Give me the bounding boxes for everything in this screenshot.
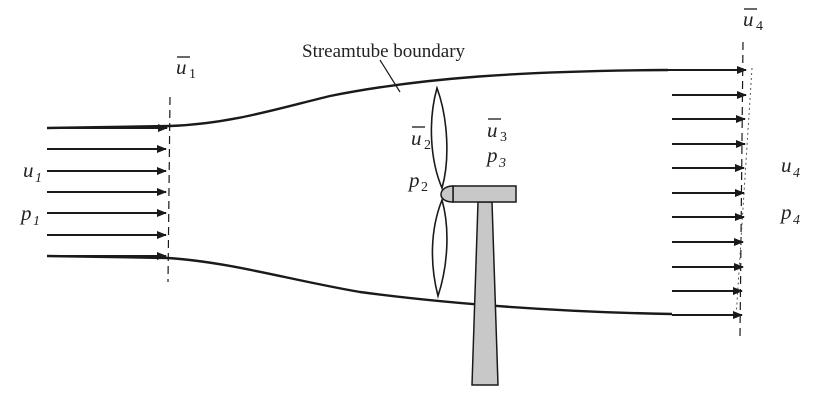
label-u3-bar-sub: 3 bbox=[500, 130, 507, 145]
label-p3-sub: 3 bbox=[498, 156, 506, 171]
turbine-blade-upper bbox=[430, 85, 448, 191]
turbine-nacelle bbox=[452, 185, 517, 203]
streamtube-lower-boundary bbox=[46, 254, 673, 316]
label-p1-sub: 1 bbox=[33, 214, 40, 229]
label-u1-sub: 1 bbox=[35, 171, 42, 186]
label-p4-sub: 4 bbox=[793, 213, 800, 228]
label-u4-bar: u 4 bbox=[743, 7, 763, 34]
label-u2-bar-sub: 2 bbox=[424, 138, 431, 153]
turbine-tower bbox=[471, 201, 499, 386]
label-p4: p 4 bbox=[779, 200, 800, 228]
label-u1-bar: u 1 bbox=[176, 55, 196, 82]
label-u4-sub: 4 bbox=[793, 166, 800, 181]
label-u4-bar-base: u bbox=[743, 7, 754, 31]
label-u1-base: u bbox=[23, 158, 34, 182]
upstream-arrows bbox=[47, 124, 168, 260]
label-u3-bar: u 3 bbox=[487, 118, 507, 145]
label-p2-sub: 2 bbox=[421, 180, 428, 195]
label-u4-bar-sub: 4 bbox=[756, 19, 763, 34]
label-u1: u 1 bbox=[23, 158, 42, 186]
station-1-dashed-line bbox=[167, 96, 171, 283]
label-u4: u 4 bbox=[781, 153, 800, 181]
downstream-arrows bbox=[668, 66, 747, 319]
label-p3-base: p bbox=[485, 143, 498, 167]
label-u2-bar-base: u bbox=[411, 126, 422, 150]
label-p2-base: p bbox=[407, 168, 420, 192]
label-p1-base: p bbox=[19, 201, 32, 225]
label-u2-bar: u 2 bbox=[411, 126, 431, 153]
label-u3-bar-base: u bbox=[487, 118, 498, 142]
label-p1: p 1 bbox=[19, 201, 40, 229]
label-u4-base: u bbox=[781, 153, 792, 177]
label-u1-bar-base: u bbox=[176, 55, 187, 79]
label-p2: p 2 bbox=[407, 168, 428, 195]
streamtube-boundary-label: Streamtube boundary bbox=[302, 41, 466, 62]
turbine-hub bbox=[440, 185, 454, 203]
streamtube-upper-boundary bbox=[46, 68, 669, 130]
streamtube-label-leader bbox=[379, 59, 401, 93]
label-u1-bar-sub: 1 bbox=[189, 67, 196, 82]
turbine-blade-lower bbox=[431, 197, 448, 299]
label-p4-base: p bbox=[779, 200, 792, 224]
label-p3: p 3 bbox=[485, 143, 506, 171]
